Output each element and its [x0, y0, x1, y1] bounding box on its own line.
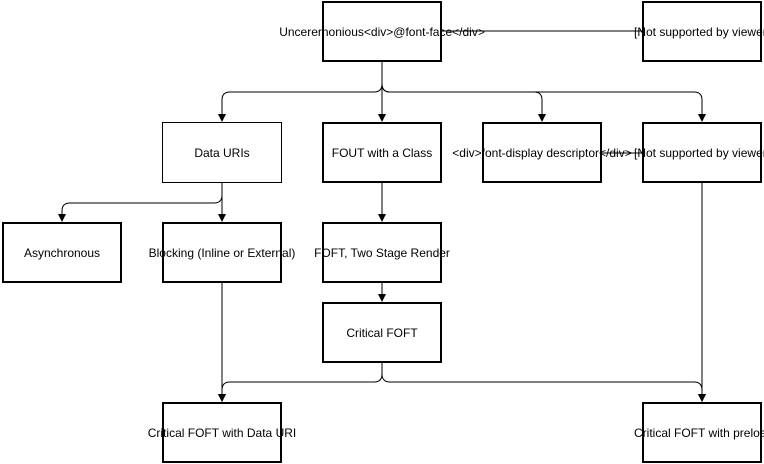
node-label: Data URIs — [194, 145, 250, 160]
node-label: Critical FOFT with Data URI — [147, 425, 297, 440]
node-unceremonious-font-face[interactable]: Uncerernonious<div>@font-face</div> — [279, 1, 485, 62]
node-not-supported-2[interactable]: [Not supported by viewer] — [634, 122, 764, 183]
node-fout-with-class[interactable]: FOUT with a Class — [322, 122, 442, 183]
node-label: Asynchronous — [23, 245, 101, 260]
node-foft-two-stage[interactable]: FOFT, Two Stage Render — [314, 222, 450, 283]
node-data-uris[interactable]: Data URIs — [162, 122, 282, 183]
edge-uncer-to-fontdisp — [381, 83, 546, 122]
node-label: Uncerernonious<div>@font-face</div> — [279, 24, 485, 39]
node-label: [Not supported by viewer] — [634, 145, 764, 160]
edge-critfoft-to-critdata — [218, 363, 383, 402]
node-label: <div>font-display descriptor</div> — [452, 145, 632, 160]
node-label: FOFT, Two Stage Render — [314, 245, 450, 260]
node-critical-foft-data-uri[interactable]: Critical FOFT with Data URI — [148, 402, 296, 463]
node-asynchronous[interactable]: Asynchronous — [2, 222, 122, 283]
node-label: FOUT with a Class — [331, 145, 433, 160]
node-critical-foft-preload[interactable]: Critical FOFT with preload — [634, 402, 764, 463]
node-blocking[interactable]: Blocking (Inline or External) — [149, 222, 295, 283]
node-label: Critical FOFT with preload — [634, 425, 764, 440]
node-label: [Not supported by viewer] — [634, 24, 764, 39]
node-label: Blocking (Inline or External) — [148, 245, 296, 260]
node-label: Critical FOFT — [346, 325, 418, 340]
edge-uncer-to-nsv2 — [381, 83, 706, 122]
edge-critfoft-to-critpre — [381, 373, 706, 402]
node-font-display-descriptor[interactable]: <div>font-display descriptor</div> — [452, 122, 632, 183]
node-not-supported-1[interactable]: [Not supported by viewer] — [634, 1, 764, 62]
node-critical-foft[interactable]: Critical FOFT — [322, 302, 442, 363]
edge-uncer-to-datauri — [218, 62, 383, 122]
edge-datauri-to-async — [58, 183, 223, 222]
